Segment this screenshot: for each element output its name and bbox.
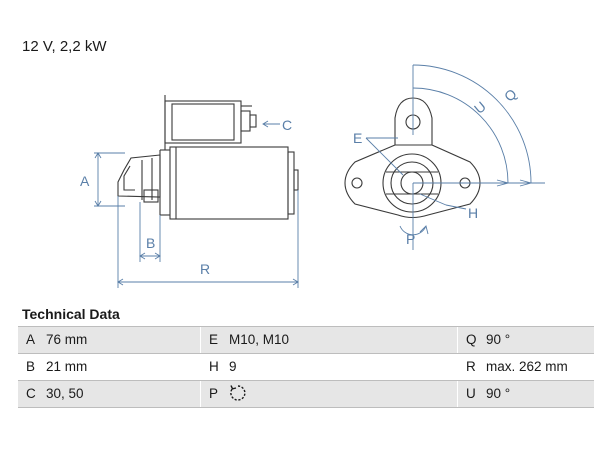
rotation-direction-icon bbox=[230, 385, 246, 401]
spec-key: E bbox=[209, 332, 219, 347]
spec-value: 76 mm bbox=[46, 332, 88, 347]
spec-key: C bbox=[26, 386, 36, 401]
label-C: C bbox=[282, 117, 292, 133]
spec-key: H bbox=[209, 359, 219, 374]
label-Q: Q bbox=[501, 86, 520, 105]
spec-value: 90 ° bbox=[486, 386, 511, 401]
spec-key: R bbox=[466, 359, 476, 374]
spec-value: 30, 50 bbox=[46, 386, 84, 401]
spec-value bbox=[229, 381, 457, 407]
technical-drawing: A B C R E H P U Q bbox=[80, 64, 545, 288]
spec-key: Q bbox=[466, 332, 477, 347]
product-title: 12 V, 2,2 kW bbox=[22, 38, 107, 55]
label-E: E bbox=[353, 130, 362, 146]
label-U: U bbox=[471, 98, 489, 117]
spec-value: 90 ° bbox=[486, 332, 511, 347]
spec-value: 9 bbox=[229, 359, 237, 374]
label-A: A bbox=[80, 173, 90, 189]
label-H: H bbox=[468, 205, 478, 221]
front-view bbox=[344, 97, 481, 219]
spec-value: 21 mm bbox=[46, 359, 88, 374]
spec-key: A bbox=[26, 332, 36, 347]
table-row: C 30, 50 P U 90 ° bbox=[18, 381, 594, 407]
spec-value: M10, M10 bbox=[229, 332, 290, 347]
spec-key: P bbox=[209, 386, 219, 401]
spec-key: B bbox=[26, 359, 36, 374]
label-B: B bbox=[146, 235, 155, 251]
label-P: P bbox=[406, 231, 415, 247]
spec-value: max. 262 mm bbox=[486, 359, 568, 374]
solenoid-body bbox=[164, 100, 242, 144]
table-row: A 76 mm E M10, M10 Q 90 ° bbox=[18, 327, 594, 353]
label-R: R bbox=[200, 261, 210, 277]
motor-housing bbox=[169, 146, 289, 220]
spec-key: U bbox=[466, 386, 476, 401]
technical-data-title: Technical Data bbox=[22, 306, 120, 322]
